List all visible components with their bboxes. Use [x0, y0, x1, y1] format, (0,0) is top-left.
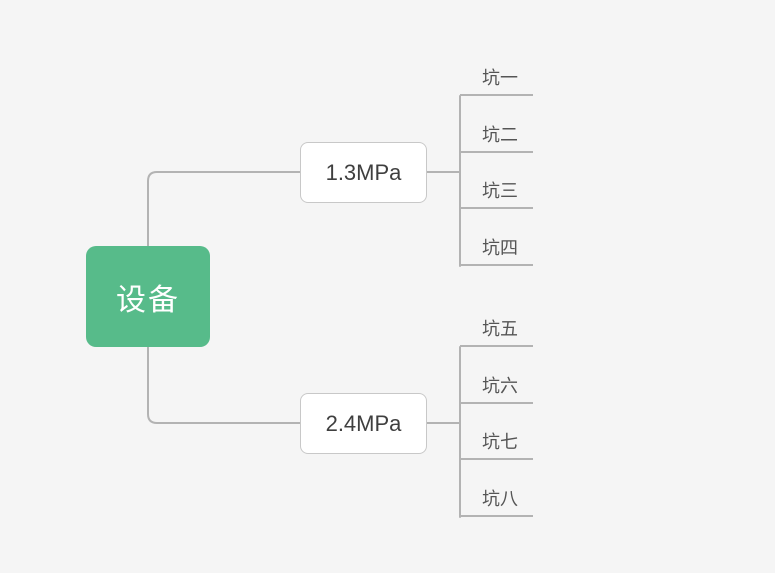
leaf-node[interactable]: 坑三	[460, 179, 533, 209]
branch-node-2-4mpa[interactable]: 2.4MPa	[300, 393, 427, 454]
leaf-node[interactable]: 坑一	[460, 66, 533, 96]
leaf-label: 坑三	[482, 181, 518, 201]
leaf-label: 坑二	[482, 125, 518, 145]
leaf-label: 坑七	[482, 432, 518, 452]
branch-node-label: 2.4MPa	[325, 410, 402, 436]
leaf-node[interactable]: 坑四	[460, 236, 533, 266]
leaf-node[interactable]: 坑六	[460, 374, 533, 404]
connector-root-branch2	[147, 346, 301, 424]
leaf-label: 坑八	[482, 489, 518, 509]
leaf-node[interactable]: 坑八	[460, 487, 533, 517]
leaf-label: 坑六	[482, 376, 518, 396]
leaf-node[interactable]: 坑五	[460, 317, 533, 347]
root-node-label: 设备	[116, 283, 180, 317]
leaf-node[interactable]: 坑二	[460, 123, 533, 153]
connector-root-branch1	[147, 171, 301, 247]
branch-node-label: 1.3MPa	[325, 159, 402, 185]
leaf-label: 坑一	[482, 68, 518, 88]
leaf-label: 坑四	[482, 238, 518, 258]
leaf-label: 坑五	[482, 319, 518, 339]
leaf-node[interactable]: 坑七	[460, 430, 533, 460]
branch-node-1-3mpa[interactable]: 1.3MPa	[300, 142, 427, 203]
root-node[interactable]: 设备	[86, 246, 210, 347]
